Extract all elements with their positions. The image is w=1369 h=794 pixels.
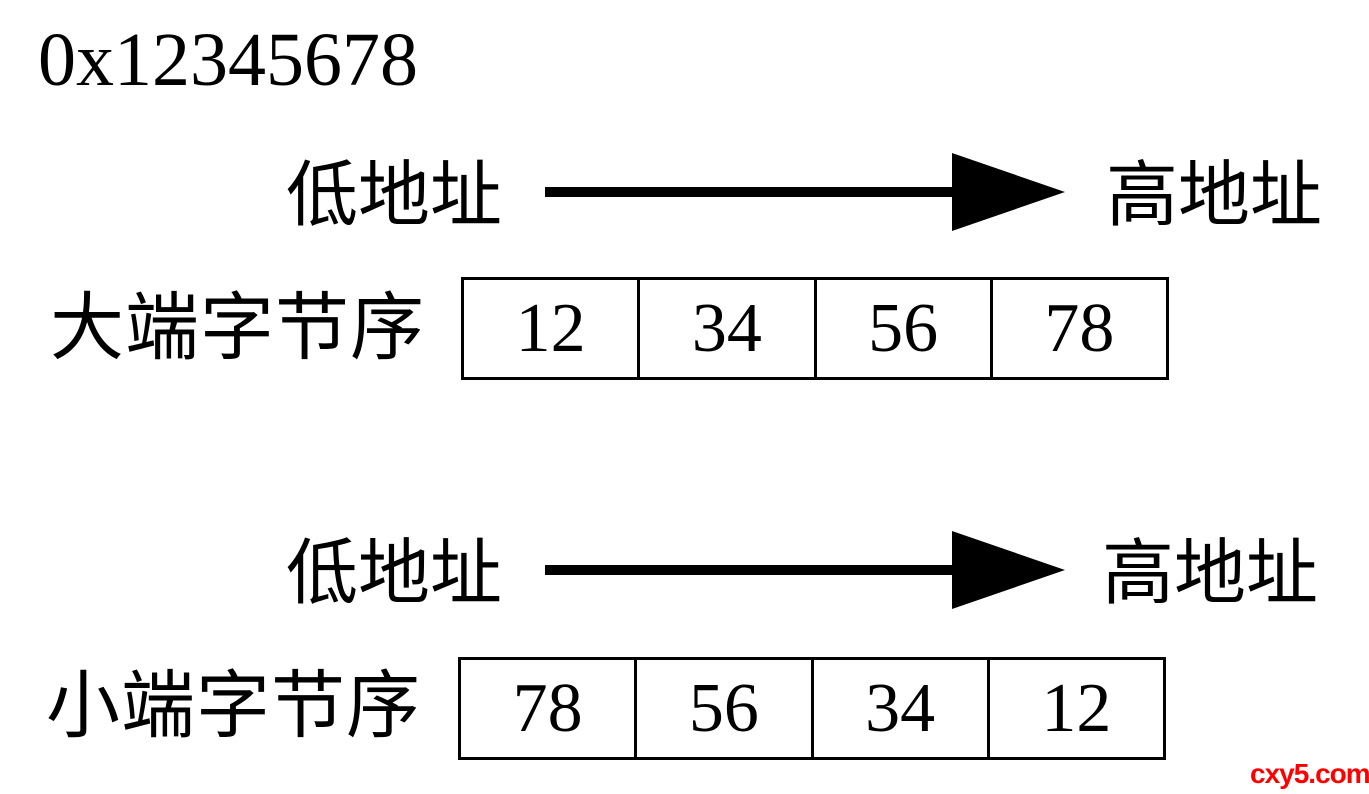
arrow-shaft xyxy=(545,187,960,197)
byte-cell: 56 xyxy=(813,280,990,377)
low-address-label: 低地址 xyxy=(286,534,503,614)
byte-cell: 34 xyxy=(637,280,813,377)
byte-cell: 78 xyxy=(989,280,1166,377)
byte-cell: 34 xyxy=(810,660,987,757)
arrow-right-icon xyxy=(545,153,1065,231)
watermark: cxy5.com xyxy=(1250,758,1369,789)
byte-cell: 78 xyxy=(512,670,583,747)
byte-table-big-endian: 12 34 56 78 xyxy=(461,277,1169,380)
byte-order-label-little-endian: 小端字节序 xyxy=(46,666,421,748)
low-address-label: 低地址 xyxy=(286,156,503,236)
hex-value-title: 0x12345678 xyxy=(38,18,418,102)
arrow-head xyxy=(952,153,1065,231)
byte-cell: 12 xyxy=(515,290,586,367)
high-address-label: 高地址 xyxy=(1102,534,1319,614)
arrow-shaft xyxy=(545,565,960,575)
byte-order-label-big-endian: 大端字节序 xyxy=(50,288,425,370)
high-address-label: 高地址 xyxy=(1106,156,1323,236)
arrow-head xyxy=(952,531,1065,609)
byte-table-little-endian: 78 56 34 12 xyxy=(458,657,1166,760)
arrow-right-icon xyxy=(545,531,1065,609)
byte-cell: 12 xyxy=(986,660,1163,757)
byte-cell: 56 xyxy=(634,660,810,757)
